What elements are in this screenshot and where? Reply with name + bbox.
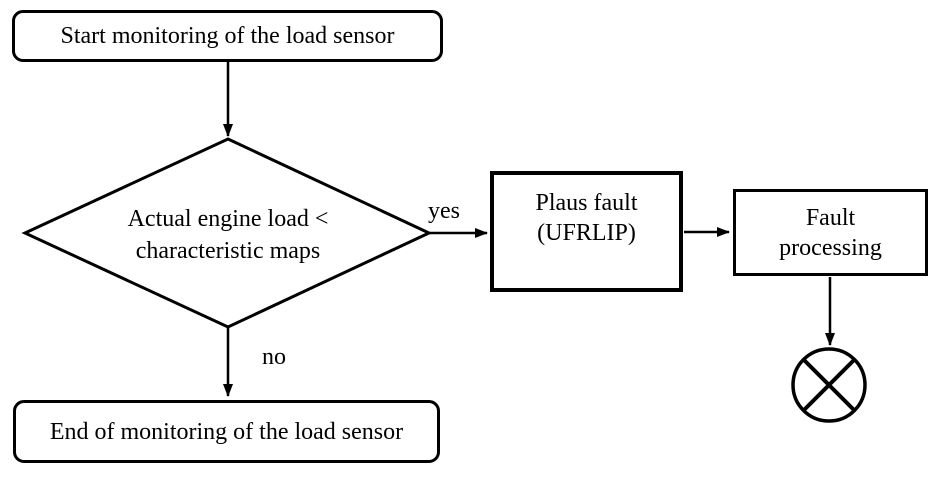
decision-node-label: Actual engine load < characteristic maps xyxy=(58,203,398,267)
plaus-fault-label-line2: (UFRLIP) xyxy=(537,220,636,246)
yes-edge-label: yes xyxy=(428,198,460,224)
start-node-label: Start monitoring of the load sensor xyxy=(60,23,395,49)
decision-label-line2: characteristic maps xyxy=(135,238,321,264)
start-node: Start monitoring of the load sensor xyxy=(12,10,443,62)
plaus-fault-label-line1: Plaus fault xyxy=(535,190,638,216)
plaus-fault-node: Plaus fault (UFRLIP) xyxy=(490,171,683,292)
end-node: End of monitoring of the load sensor xyxy=(13,400,440,463)
fault-processing-node: Fault processing xyxy=(733,189,928,276)
no-edge-label: no xyxy=(262,344,286,370)
circle-x-terminator-icon xyxy=(791,347,867,423)
decision-label-line1: Actual engine load < xyxy=(127,206,329,232)
end-node-label: End of monitoring of the load sensor xyxy=(49,418,404,445)
fault-processing-label-line1: Fault xyxy=(805,204,856,231)
fault-processing-label-line2: processing xyxy=(779,234,882,261)
